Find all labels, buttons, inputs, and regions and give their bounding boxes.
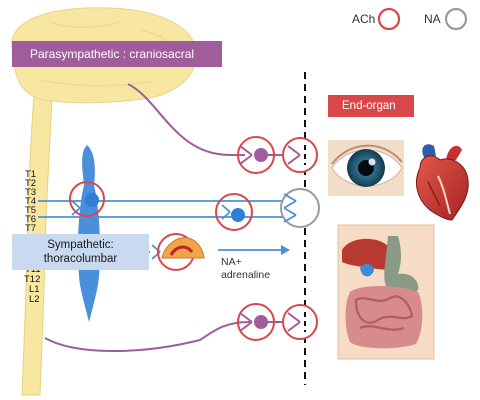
parasympathetic-cranial-preganglionic [127,83,245,156]
synapse-branch [239,312,253,332]
na-legend-circle [444,7,468,31]
ach-synapse-circle [69,181,105,217]
ach-legend-circle [377,7,401,31]
parasympathetic-sacral-preganglionic [44,321,251,352]
end-organ-junctions [280,137,320,340]
segment-label: T2 [25,178,36,189]
segment-label: T5 [25,205,36,216]
synapse-branch [283,193,297,223]
ach-synapse-circle [237,136,275,174]
end-organ-label: End-organ [328,95,414,117]
sympathetic-label-line-2: thoracolumbar [43,253,118,265]
segment-label: T3 [25,187,36,198]
segment-label: T12 [24,274,40,285]
ach-synapse-circle [237,303,275,341]
segment-label: T1 [25,169,36,180]
digestive-system-icon [337,224,435,360]
segment-label: L1 [29,284,40,295]
na-legend-label: NA [424,12,441,26]
sympathetic-ganglion-cell [85,193,99,207]
sympathetic-label: Sympathetic: thoracolumbar [12,234,149,270]
segment-label: T4 [25,196,36,207]
synapse-branch [287,312,301,332]
adrenal-output-label-2: adrenaline [221,269,270,281]
ach-synapse-circle [215,193,253,231]
segment-label: T6 [25,214,36,225]
synapse-branch [287,145,301,165]
synapse-branch [239,145,253,165]
parasympathetic-label: Parasympathetic : craniosacral [12,41,222,67]
adrenal-output-arrow [218,245,290,255]
adrenal-gland-icon [161,237,205,259]
segment-label: L2 [29,294,40,305]
sympathetic-ganglion-cell [231,208,245,222]
ganglion-synapses [69,136,275,341]
ach-legend-label: ACh [352,12,375,26]
sympathetic-label-line-1: Sympathetic: [47,239,114,251]
legend: ACh NA [352,7,468,31]
sympathetic-chain [77,145,101,322]
synapse-branch [221,204,231,220]
heart-icon [416,144,469,221]
sympathetic-chain-body [77,145,101,322]
adrenal-output-label-1: NA+ [221,256,242,268]
parasympathetic-ganglion-cell [254,148,268,162]
eye-icon [328,140,404,196]
segment-label: T7 [25,223,36,234]
parasympathetic-ganglion-cell [254,315,268,329]
